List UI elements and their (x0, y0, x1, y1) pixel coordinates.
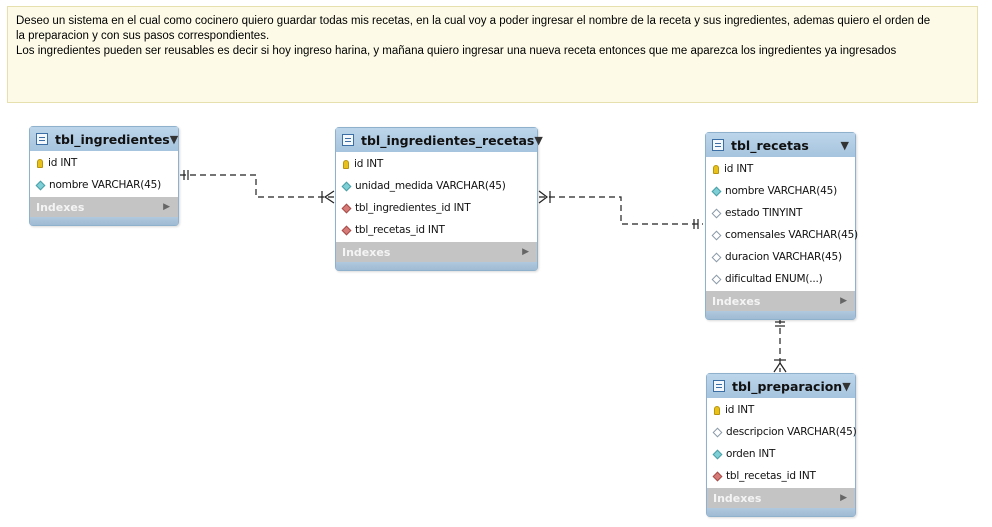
primary-key-icon (714, 405, 720, 415)
table-ingredientes[interactable]: tbl_ingredientes ▼ id INT nombre VARCHAR… (29, 126, 179, 226)
indexes-label: Indexes (713, 491, 762, 505)
column-label: duracion VARCHAR(45) (725, 251, 842, 263)
column-icon (341, 181, 352, 191)
cardinality-many-mark (538, 190, 548, 204)
table-preparacion[interactable]: tbl_preparacion ▼ id INT descripcion VAR… (706, 373, 857, 517)
table-recetas[interactable]: tbl_recetas ▼ id INT nombre VARCHAR(45) … (705, 132, 858, 320)
column-icon (35, 180, 46, 190)
column-icon (712, 449, 723, 459)
column-row[interactable]: tbl_recetas_id INT (336, 219, 537, 241)
table-icon (713, 380, 725, 392)
relation-ingredientes-line (180, 174, 334, 198)
column-row[interactable]: id INT (706, 158, 855, 180)
nullable-column-icon (711, 230, 722, 240)
expand-arrow-icon[interactable]: ▶ (163, 202, 170, 212)
column-row[interactable]: orden INT (707, 443, 855, 465)
column-label: nombre VARCHAR(45) (49, 179, 161, 191)
cardinality-many-mark (773, 361, 787, 373)
column-row[interactable]: id INT (707, 399, 855, 421)
table-name: tbl_ingredientes_recetas (361, 132, 535, 148)
expand-arrow-icon[interactable]: ▶ (522, 247, 529, 257)
table-icon (36, 133, 48, 145)
primary-key-icon (713, 164, 719, 174)
column-row[interactable]: comensales VARCHAR(45) (706, 224, 858, 246)
column-label: id INT (354, 158, 384, 170)
column-row[interactable]: id INT (30, 152, 178, 174)
column-label: tbl_recetas_id INT (355, 224, 445, 236)
indexes-section[interactable]: Indexes ▶ (336, 242, 537, 262)
indexes-label: Indexes (712, 294, 761, 308)
table-name: tbl_recetas (731, 137, 809, 153)
note-line: Los ingredientes pueden ser reusables es… (16, 45, 897, 57)
collapse-arrow-icon[interactable]: ▼ (840, 138, 849, 152)
table-header[interactable]: tbl_ingredientes ▼ (30, 127, 178, 151)
column-label: estado TINYINT (725, 207, 803, 219)
indexes-section[interactable]: Indexes ▶ (707, 488, 855, 508)
column-label: dificultad ENUM(...) (725, 273, 823, 285)
nullable-column-icon (712, 427, 723, 437)
table-footer (336, 262, 537, 270)
table-ingredientes-recetas[interactable]: tbl_ingredientes_recetas ▼ id INT unidad… (335, 127, 543, 271)
column-row[interactable]: descripcion VARCHAR(45) (707, 421, 857, 443)
collapse-arrow-icon[interactable]: ▼ (842, 379, 851, 393)
column-row[interactable]: duracion VARCHAR(45) (706, 246, 855, 268)
column-row[interactable]: nombre VARCHAR(45) (706, 180, 855, 202)
expand-arrow-icon[interactable]: ▶ (840, 493, 847, 503)
column-row[interactable]: tbl_recetas_id INT (707, 465, 855, 487)
indexes-label: Indexes (342, 245, 391, 259)
collapse-arrow-icon[interactable]: ▼ (169, 132, 179, 146)
indexes-label: Indexes (36, 200, 85, 214)
column-label: tbl_recetas_id INT (726, 470, 816, 482)
column-label: nombre VARCHAR(45) (725, 185, 837, 197)
table-header[interactable]: tbl_preparacion ▼ (707, 374, 855, 398)
nullable-column-icon (711, 252, 722, 262)
indexes-section[interactable]: Indexes ▶ (706, 291, 855, 311)
column-row[interactable]: tbl_ingredientes_id INT (336, 197, 537, 219)
collapse-arrow-icon[interactable]: ▼ (534, 133, 543, 147)
table-footer (707, 508, 855, 516)
nullable-column-icon (711, 208, 722, 218)
column-icon (711, 186, 722, 196)
column-label: id INT (48, 157, 78, 169)
column-row[interactable]: dificultad ENUM(...) (706, 268, 855, 290)
column-label: tbl_ingredientes_id INT (355, 202, 471, 214)
requirements-note: Deseo un sistema en el cual como cociner… (7, 6, 978, 103)
column-label: unidad_medida VARCHAR(45) (355, 180, 506, 192)
table-header[interactable]: tbl_recetas ▼ (706, 133, 855, 157)
primary-key-icon (343, 159, 349, 169)
cardinality-many-mark (323, 190, 335, 204)
column-label: comensales VARCHAR(45) (725, 229, 858, 241)
column-row[interactable]: nombre VARCHAR(45) (30, 174, 178, 196)
note-line: Deseo un sistema en el cual como cociner… (16, 15, 931, 27)
column-label: id INT (725, 404, 755, 416)
table-icon (342, 134, 354, 146)
column-row[interactable]: id INT (336, 153, 537, 175)
column-label: id INT (724, 163, 754, 175)
table-footer (30, 217, 178, 225)
column-row[interactable]: estado TINYINT (706, 202, 855, 224)
table-name: tbl_ingredientes (55, 131, 170, 147)
primary-key-icon (37, 158, 43, 168)
column-row[interactable]: unidad_medida VARCHAR(45) (336, 175, 537, 197)
foreign-key-icon (712, 471, 723, 481)
column-label: descripcion VARCHAR(45) (726, 426, 857, 438)
table-header[interactable]: tbl_ingredientes_recetas ▼ (336, 128, 543, 152)
relation-recetas-line (539, 196, 703, 225)
expand-arrow-icon[interactable]: ▶ (840, 296, 847, 306)
note-line: la preparacion y con sus pasos correspon… (16, 30, 270, 42)
nullable-column-icon (711, 274, 722, 284)
indexes-section[interactable]: Indexes ▶ (30, 197, 178, 217)
table-footer (706, 311, 855, 319)
foreign-key-icon (341, 203, 352, 213)
table-icon (712, 139, 724, 151)
table-name: tbl_preparacion (732, 378, 843, 394)
foreign-key-icon (341, 225, 352, 235)
column-label: orden INT (726, 448, 776, 460)
